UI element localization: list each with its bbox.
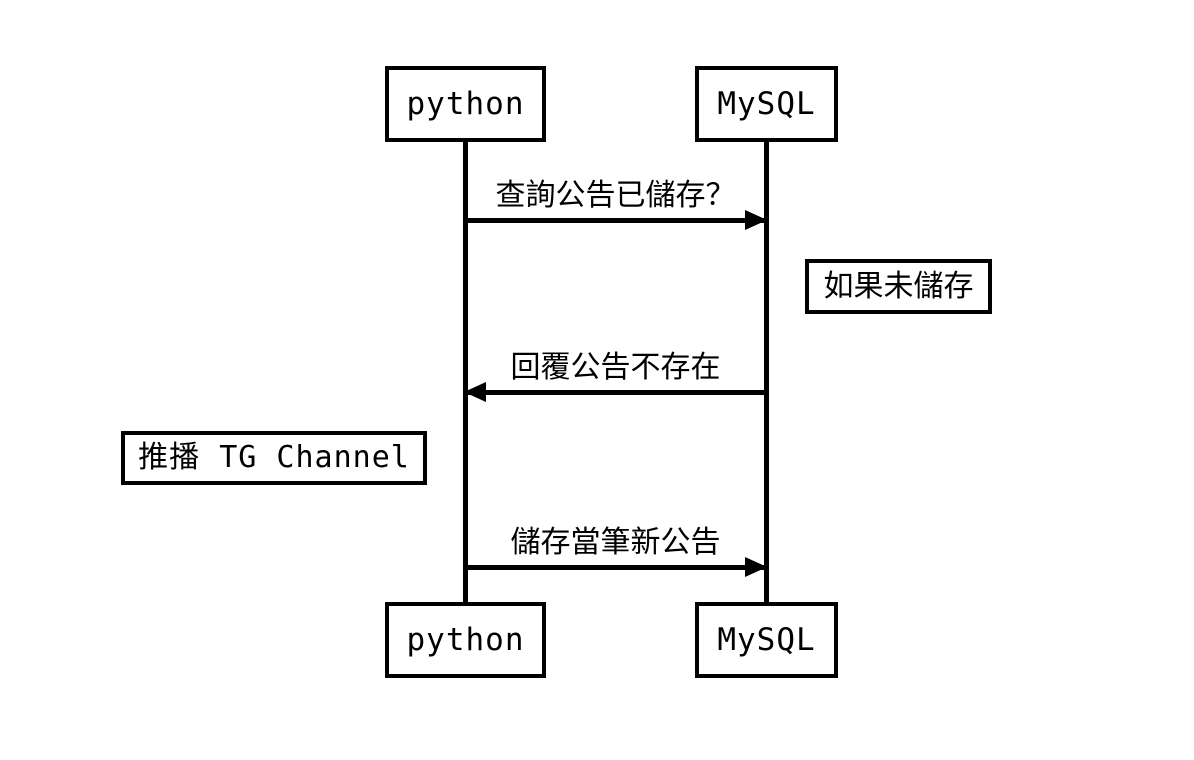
arrowhead-right-icon xyxy=(745,210,767,230)
participant-label-python-top: python xyxy=(406,85,525,122)
participant-label-mysql-top: MySQL xyxy=(717,85,816,122)
note-tg-channel[interactable]: 推播 TG Channel xyxy=(121,431,427,485)
message-3-line xyxy=(465,565,766,570)
lifeline-python xyxy=(463,141,468,603)
participant-box-mysql-top[interactable]: MySQL xyxy=(695,66,838,142)
message-1-line xyxy=(465,218,766,223)
message-1-label: 查詢公告已儲存？ xyxy=(495,177,736,213)
note-if-not-saved-label: 如果未儲存 xyxy=(823,268,974,304)
participant-box-python-top[interactable]: python xyxy=(385,66,546,142)
message-3-label: 儲存當筆新公告 xyxy=(510,524,721,560)
message-2-label: 回覆公告不存在 xyxy=(510,349,721,385)
participant-box-python-bottom[interactable]: python xyxy=(385,602,546,678)
arrowhead-left-icon xyxy=(464,382,486,402)
note-tg-channel-label: 推播 TG Channel xyxy=(138,440,410,475)
message-2-line xyxy=(465,390,766,395)
lifeline-mysql xyxy=(764,141,769,603)
message-2-reply-announcement-not-exist[interactable]: 回覆公告不存在 xyxy=(464,351,766,402)
participant-label-python-bottom: python xyxy=(406,621,525,658)
note-if-not-saved[interactable]: 如果未儲存 xyxy=(805,259,992,314)
message-3-save-new-announcement[interactable]: 儲存當筆新公告 xyxy=(465,526,767,577)
participant-label-mysql-bottom: MySQL xyxy=(717,621,816,658)
message-1-query-announcement-saved[interactable]: 查詢公告已儲存？ xyxy=(465,179,767,230)
participant-box-mysql-bottom[interactable]: MySQL xyxy=(695,602,838,678)
arrowhead-right-icon xyxy=(745,557,767,577)
